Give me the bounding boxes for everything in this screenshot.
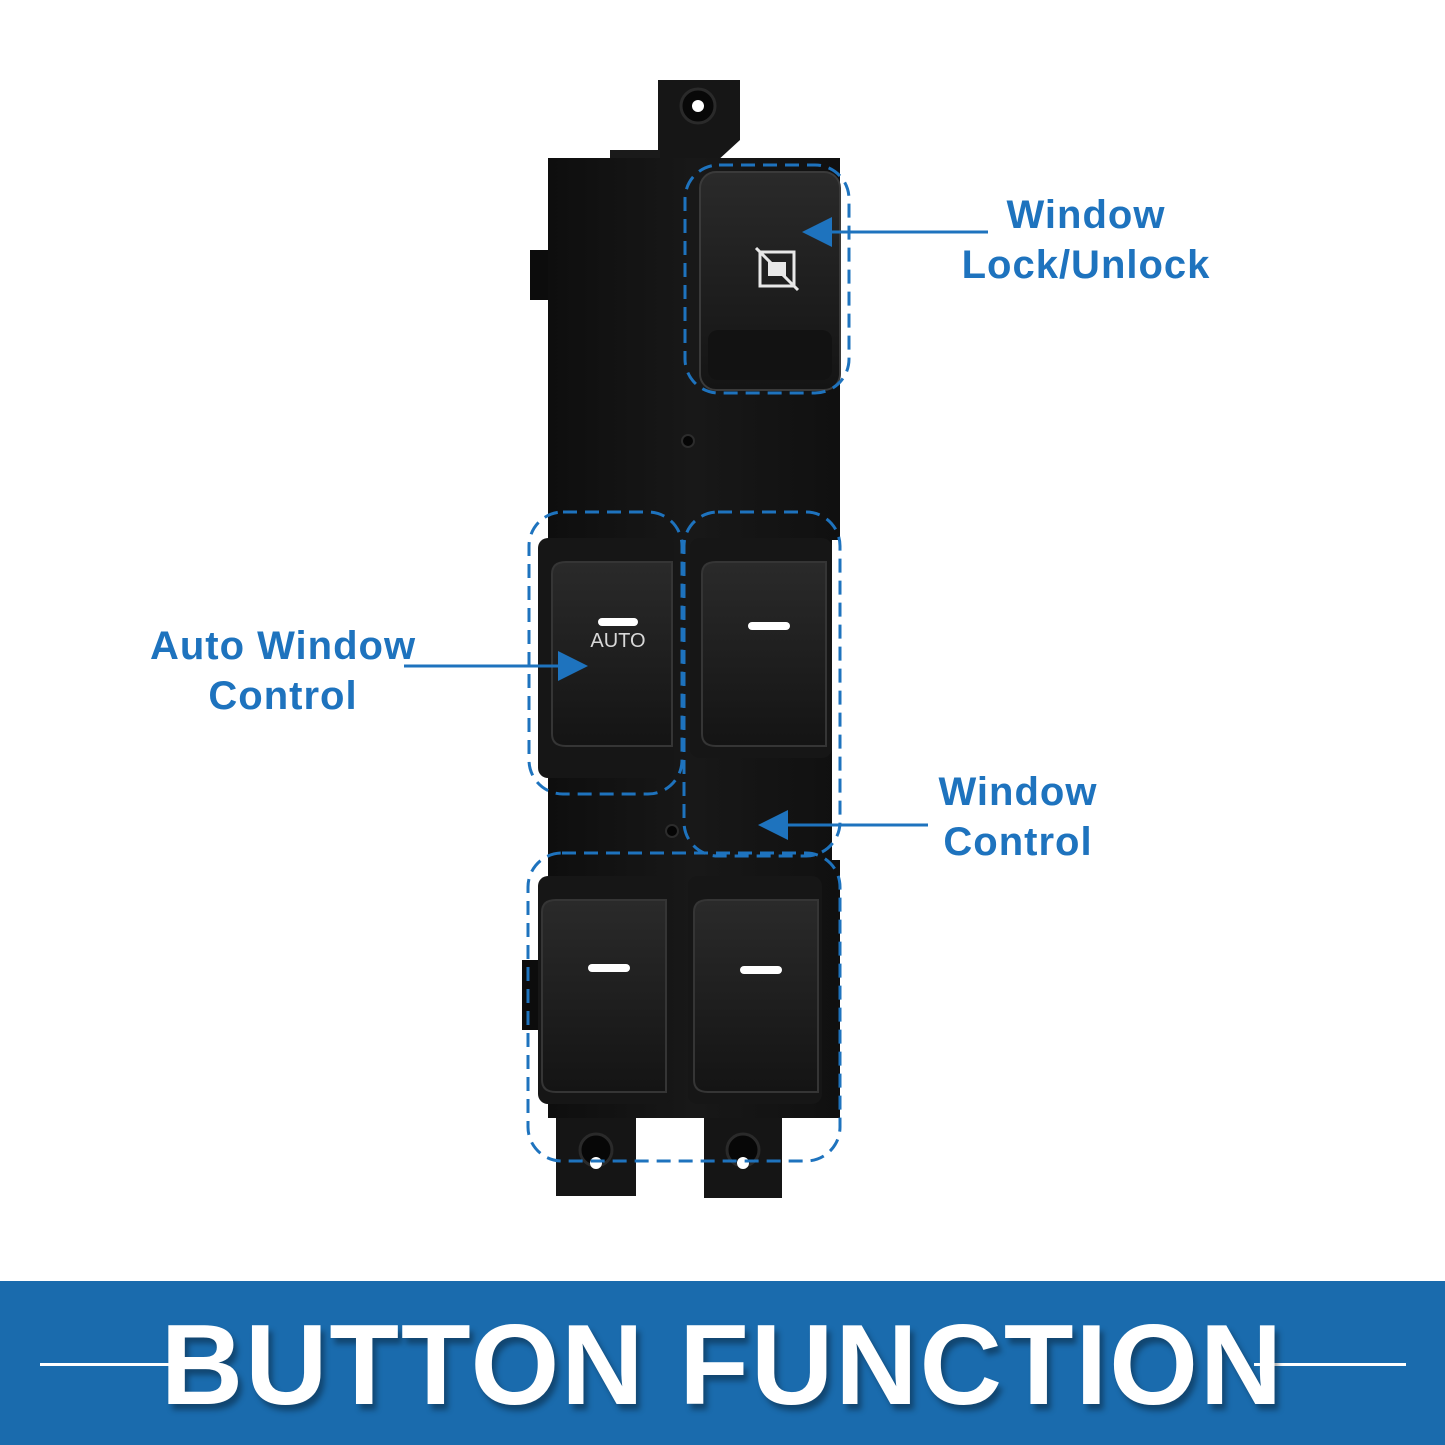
lock-callout-line2: Lock/Unlock — [961, 243, 1211, 287]
bottom-mount-tabs — [556, 1118, 782, 1198]
banner-rule-right — [1254, 1363, 1406, 1366]
rear-right-switch-indicator — [740, 966, 782, 974]
window-callout: Window Control — [908, 767, 1128, 867]
window-control-highlight — [682, 510, 842, 858]
lock-callout-line1: Window — [1006, 193, 1166, 237]
lock-callout: Window Lock/Unlock — [950, 190, 1222, 290]
rear-left-window-switch[interactable] — [538, 876, 672, 1104]
window-lock-button[interactable] — [699, 171, 841, 391]
auto-switch-indicator — [598, 618, 638, 626]
window-callout-line1: Window — [938, 770, 1098, 814]
callout-arrows — [404, 217, 988, 840]
window-lock-icon — [754, 246, 800, 292]
passenger-switch-indicator — [748, 622, 790, 630]
auto-callout: Auto Window Control — [138, 621, 428, 721]
auto-callout-line1: Auto Window — [149, 624, 417, 668]
top-mount-tab — [610, 80, 740, 162]
rear-right-window-switch[interactable] — [688, 876, 822, 1104]
auto-switch-label: AUTO — [590, 630, 645, 652]
lock-highlight — [683, 163, 851, 395]
auto-highlight — [527, 510, 684, 796]
banner-rule-left — [40, 1363, 196, 1366]
rear-left-switch-indicator — [588, 964, 630, 972]
switch-illustration: AUTO — [404, 80, 988, 1198]
passenger-window-switch[interactable] — [690, 538, 832, 758]
auto-callout-line2: Control — [208, 674, 358, 718]
window-callout-line2: Control — [943, 820, 1093, 864]
title-banner: BUTTON FUNCTION — [0, 1281, 1445, 1445]
auto-window-switch[interactable]: AUTO — [538, 538, 674, 778]
banner-title: BUTTON FUNCTION — [160, 1302, 1285, 1429]
highlight-outlines — [526, 163, 851, 1163]
rear-switches-highlight — [526, 851, 842, 1163]
